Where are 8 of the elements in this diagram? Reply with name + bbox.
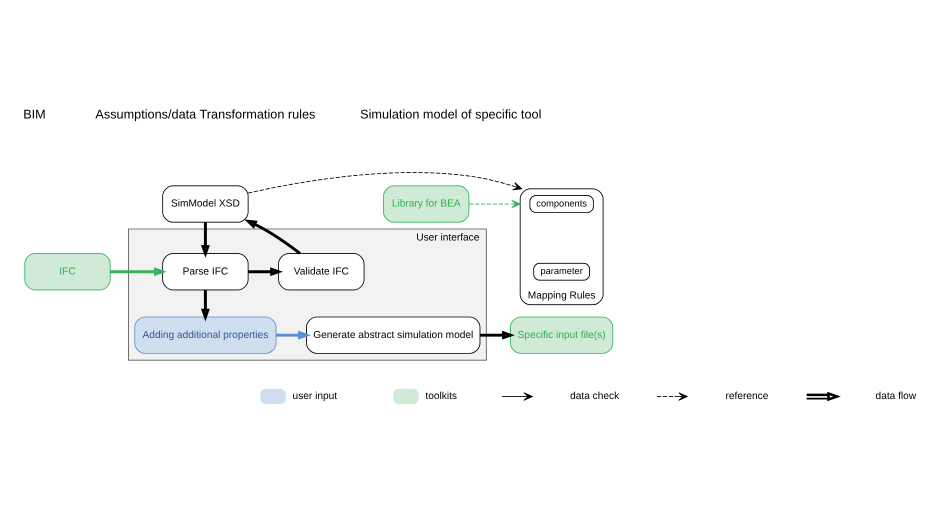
label: BIM [23, 108, 46, 122]
legend-label: reference [726, 391, 768, 402]
legend-label: data check [570, 391, 620, 402]
label: Assumptions/data Transformation rules [95, 108, 316, 122]
legend-label: data flow [876, 391, 916, 402]
legend-label: user input [292, 391, 338, 402]
legend-label: toolkits [425, 391, 457, 402]
label: Simulation model of specific tool [360, 108, 542, 122]
